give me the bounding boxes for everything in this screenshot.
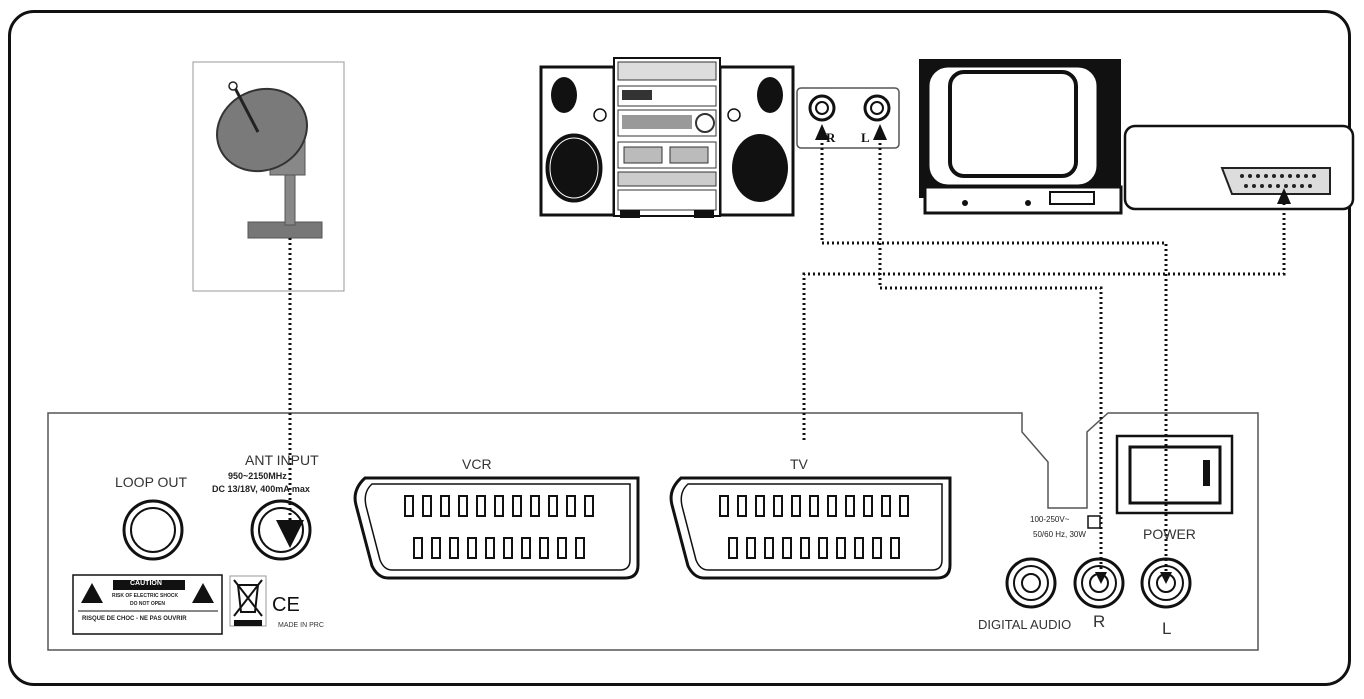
double-insulation-symbol	[1087, 515, 1101, 529]
stereo-audio-jacks	[796, 87, 900, 149]
television-icon	[919, 59, 1123, 215]
stereo-jack-r-label: R	[826, 130, 836, 145]
caution-label	[72, 574, 223, 635]
loop-out-jack	[122, 499, 184, 561]
caution-line2: DO NOT OPEN	[130, 601, 166, 607]
power-label: POWER	[1143, 526, 1196, 542]
caution-title: CAUTION	[130, 580, 162, 587]
made-in-label: MADE IN PRC	[278, 622, 324, 629]
satellite-dish-icon	[192, 61, 345, 292]
digital-audio-label: DIGITAL AUDIO	[978, 617, 1072, 632]
receiver-back-panel	[47, 412, 1259, 651]
loop-out-label: LOOP OUT	[115, 474, 188, 490]
weee-bin-icon	[229, 575, 267, 627]
ce-mark-icon: CE	[272, 594, 300, 616]
caution-line1: RISK OF ELECTRIC SHOCK	[112, 593, 179, 599]
vcr-label: VCR	[462, 456, 492, 472]
ant-spec-line1: 950~2150MHz	[228, 471, 287, 481]
voltage-line1: 100-250V~	[1030, 515, 1070, 524]
audio-r-jack	[1073, 557, 1125, 609]
caution-line3: RISQUE DE CHOC - NE PAS OUVRIR	[82, 616, 187, 622]
connection-cables	[288, 128, 1286, 575]
ant-spec-line2: DC 13/18V, 400mA max	[212, 484, 310, 494]
audio-l-label: L	[1162, 619, 1172, 638]
voltage-line2: 50/60 Hz, 30W	[1033, 530, 1086, 539]
stereo-system-icon	[539, 57, 795, 218]
audio-r-label: R	[1093, 612, 1106, 631]
diagram-frame	[8, 10, 1351, 686]
scart-connector-icon	[1123, 124, 1355, 211]
ant-input-label: ANT INPUT	[245, 452, 319, 468]
digital-audio-jack	[1005, 557, 1057, 609]
power-switch	[1115, 434, 1234, 515]
vcr-scart-socket	[353, 476, 640, 580]
tv-label: TV	[790, 456, 808, 472]
stereo-jack-l-label: L	[861, 130, 870, 145]
tv-scart-socket	[669, 476, 952, 580]
